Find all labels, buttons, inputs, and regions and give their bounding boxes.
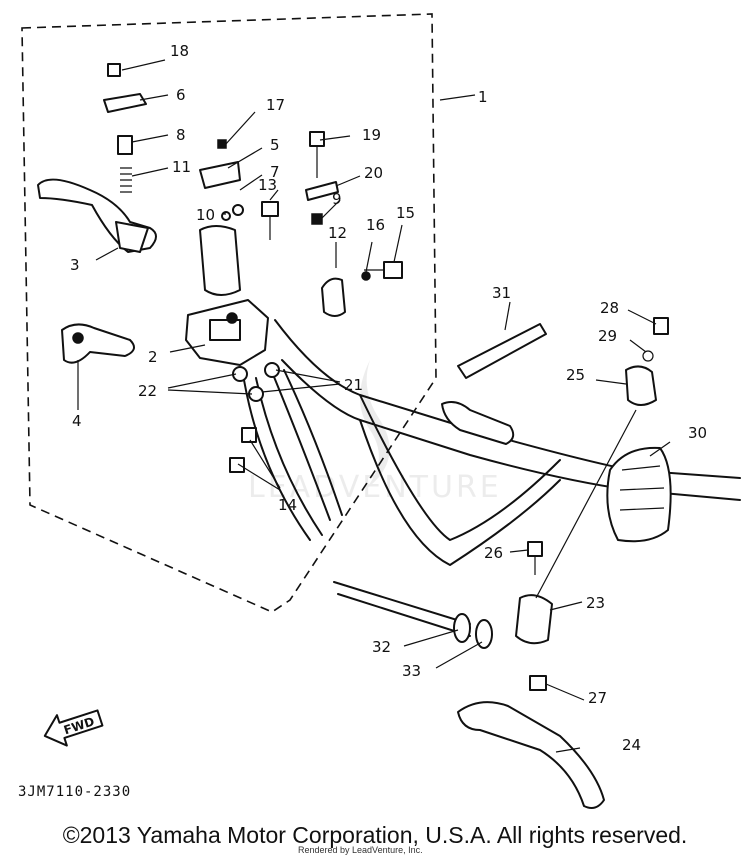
callout-20: 20 [364, 164, 383, 182]
part-code: 3JM7110-2330 [18, 784, 131, 800]
callout-17: 17 [266, 96, 285, 114]
copyright-notice: ©2013 Yamaha Motor Corporation, U.S.A. A… [62, 822, 688, 848]
callout-23: 23 [586, 594, 605, 612]
callout-2: 2 [148, 348, 158, 366]
watermark-text: LEADVENTURE [248, 470, 502, 505]
callout-labels: 1 2 3 4 5 6 7 8 9 10 11 12 13 14 15 16 1… [70, 42, 707, 754]
callout-10: 10 [196, 206, 215, 224]
callout-28: 28 [600, 299, 619, 317]
lever-holder [61, 323, 135, 364]
small-parts-right [333, 317, 672, 809]
callout-15: 15 [396, 204, 415, 222]
callout-19: 19 [362, 126, 381, 144]
callout-33: 33 [402, 662, 421, 680]
reservoir [199, 225, 241, 296]
callout-13: 13 [258, 176, 277, 194]
callout-29: 29 [598, 327, 617, 345]
callout-21: 21 [344, 376, 363, 394]
callout-14: 14 [278, 496, 297, 514]
callout-12: 12 [328, 224, 347, 242]
small-parts-left [103, 63, 403, 473]
callout-3: 3 [70, 256, 80, 274]
callout-22: 22 [138, 382, 157, 400]
render-credit: Rendered by LeadVenture, Inc. [298, 845, 423, 855]
callout-1: 1 [478, 88, 488, 106]
clutch-lever [457, 701, 605, 809]
callout-16: 16 [366, 216, 385, 234]
callout-6: 6 [176, 86, 186, 104]
callout-26: 26 [484, 544, 503, 562]
callout-32: 32 [372, 638, 391, 656]
leader-lines [77, 59, 671, 753]
callout-27: 27 [588, 689, 607, 707]
fwd-arrow-icon: FWD [43, 709, 104, 747]
right-switch-housing [606, 446, 672, 543]
callout-18: 18 [170, 42, 189, 60]
callout-5: 5 [270, 136, 280, 154]
callout-4: 4 [72, 412, 82, 430]
callout-11: 11 [172, 158, 191, 176]
assembly-boundary [21, 13, 437, 613]
callout-9: 9 [332, 190, 342, 208]
callout-24: 24 [622, 736, 641, 754]
callout-7: 7 [270, 163, 280, 181]
callout-25: 25 [566, 366, 585, 384]
watermark: LEADVENTURE [248, 360, 502, 505]
callout-30: 30 [688, 424, 707, 442]
callout-31: 31 [492, 284, 511, 302]
callout-8: 8 [176, 126, 186, 144]
